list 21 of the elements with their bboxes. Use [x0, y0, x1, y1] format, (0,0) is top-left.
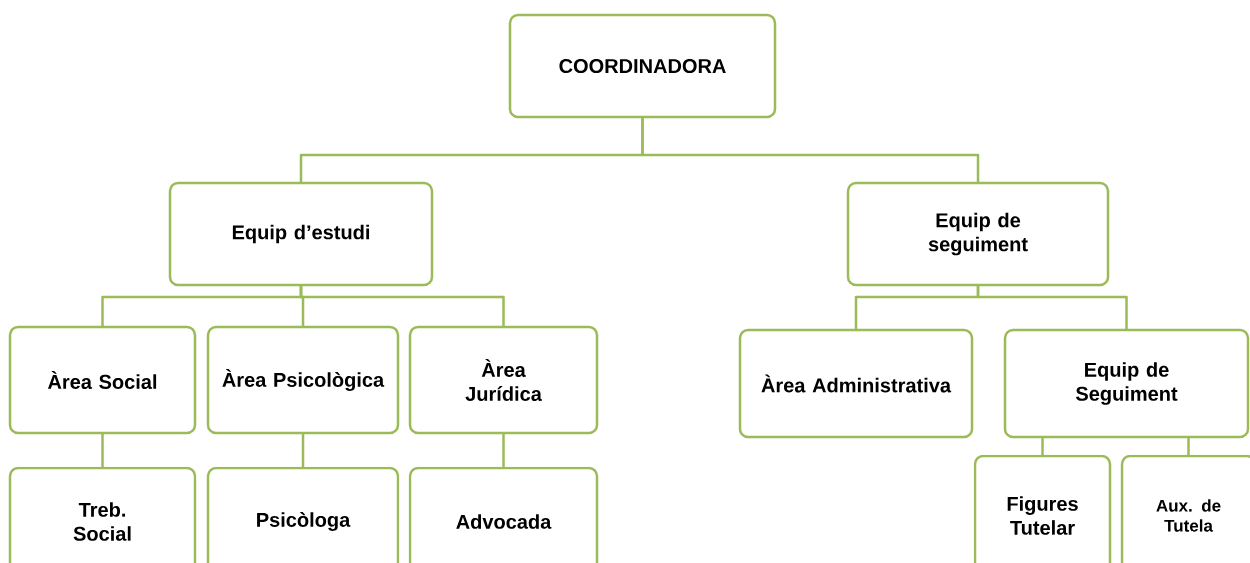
connector-line — [641, 117, 980, 183]
connector-line — [101, 433, 104, 468]
org-box: Àrea Psicològica — [206, 325, 400, 435]
org-box: Aux. de Tutela — [1120, 454, 1250, 563]
org-box: COORDINADORA — [508, 13, 777, 119]
connector-line — [1187, 437, 1190, 456]
connector-line — [1041, 437, 1044, 456]
org-box: Advocada — [408, 466, 599, 563]
org-box: Equip de seguiment — [846, 181, 1110, 287]
org-box: Treb. Social — [8, 466, 197, 563]
org-box: Equip d’estudi — [168, 181, 434, 287]
org-box: Àrea Social — [8, 325, 197, 435]
org-box: Equip de Seguiment — [1003, 328, 1250, 439]
connector-line — [301, 433, 305, 468]
org-box: Figures Tutelar — [973, 454, 1112, 563]
connector-line — [299, 285, 505, 327]
org-box: Àrea Jurídica — [408, 325, 599, 435]
org-box: Àrea Administrativa — [738, 328, 974, 439]
connector-line — [976, 285, 1128, 330]
org-box: Psicòloga — [206, 466, 400, 563]
connector-line — [502, 433, 505, 468]
